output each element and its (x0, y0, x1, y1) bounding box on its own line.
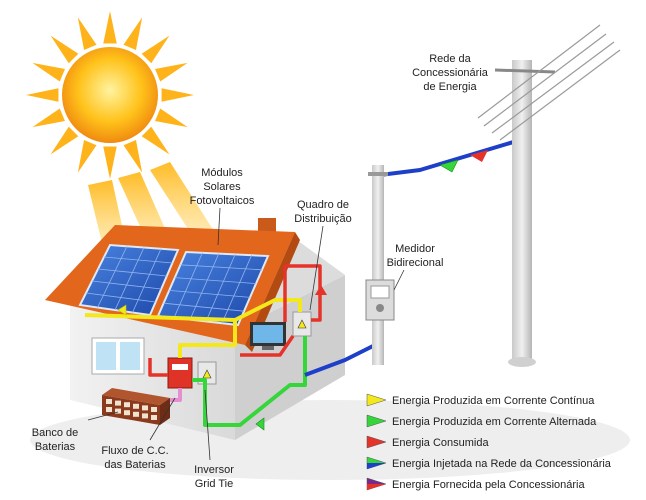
distribution-box (292, 311, 312, 337)
legend-item-supplied: Energia Fornecida pela Concessionária (366, 477, 585, 491)
house-window (91, 337, 145, 375)
panel-cell-line (85, 292, 156, 303)
grid-label-line2: Concessionária (412, 67, 489, 79)
bidirectional-meter-icon (365, 279, 395, 321)
panel-label-line1: Quadro de (297, 199, 349, 211)
panel-cell-line (174, 277, 257, 284)
modules-label-line1: Módulos (201, 167, 243, 179)
sun-ray (50, 35, 79, 64)
grid-label-line3: de Energia (423, 81, 477, 93)
sun-ray (103, 11, 117, 44)
panel-cell-line (103, 256, 173, 264)
battery-label-line2: Baterias (35, 441, 76, 453)
panel-cell-line (97, 268, 167, 277)
battery-cell (151, 407, 157, 412)
sun-ray (155, 62, 188, 82)
legend-item-injected: Energia Injetada na Rede da Concessionár… (366, 456, 612, 470)
panel-cell-line (180, 264, 263, 271)
flow-label-line2: das Baterias (104, 459, 166, 471)
flow-label-line1: Fluxo de C.C. (101, 445, 168, 457)
legend-label-ac: Energia Produzida em Corrente Alternada (392, 416, 597, 428)
battery-cell (124, 402, 130, 408)
panel-cell-line (173, 252, 203, 318)
panel-cell-line (91, 280, 162, 290)
labels: Rede da Concessionária de Energia Módulo… (32, 53, 489, 490)
legend-item-dc: Energia Produzida em Corrente Contínua (366, 393, 595, 407)
sun-ray (103, 146, 117, 179)
battery-cell (133, 411, 139, 417)
panel-cell-line (221, 255, 252, 324)
battery-cell (124, 410, 130, 416)
panel-cell-line (114, 247, 145, 311)
sun-ray (77, 140, 97, 173)
modules-label-line3: Fotovoltaicos (190, 195, 255, 207)
panel-cell-line (205, 254, 236, 322)
modules-label-line2: Solares (203, 181, 241, 193)
sun-ray (50, 126, 79, 155)
legend-item-consumed: Energia Consumida (366, 435, 489, 449)
sun-ray (32, 108, 65, 128)
battery-cell (106, 399, 112, 404)
panel-cell-line (97, 246, 128, 308)
utility-pole (494, 60, 556, 367)
sun-ray (32, 62, 65, 82)
panel-cell-line (163, 302, 245, 312)
leader-lines (87, 207, 405, 461)
panel-label-line2: Distribuição (294, 213, 351, 225)
legend-label-consumed: Energia Consumida (392, 437, 489, 449)
battery-cell (142, 405, 148, 411)
battery-cell (115, 400, 121, 406)
solar-panels (78, 243, 270, 327)
sun-ray (161, 88, 194, 102)
battery-cell (151, 415, 157, 420)
inverter-label-line1: Inversor (194, 464, 234, 476)
sun-icon (26, 11, 194, 179)
battery-cell (133, 403, 139, 409)
battery-cell (142, 413, 148, 419)
battery-cell (115, 408, 121, 414)
panel-cell-line (189, 253, 220, 320)
meter-label-line2: Bidirecional (387, 257, 444, 269)
sun-ray (77, 17, 97, 50)
panel-cell-line (169, 290, 251, 298)
sun-ray (26, 88, 59, 102)
flow-arrows (117, 150, 488, 431)
sun-ray (123, 17, 143, 50)
legend-label-supplied: Energia Fornecida pela Concessionária (392, 479, 585, 491)
sun-ray (123, 140, 143, 173)
power-lines (477, 24, 621, 141)
inverter-label-line2: Grid Tie (195, 478, 234, 490)
service-pole (368, 165, 388, 365)
battery-cell (106, 407, 112, 412)
inverter-icon (167, 357, 193, 389)
grid-label-line1: Rede da (429, 53, 471, 65)
legend-label-dc: Energia Produzida em Corrente Contínua (392, 395, 595, 407)
panel-cell-line (132, 248, 162, 313)
sun-ray (141, 126, 170, 155)
battery-label-line1: Banco de (32, 427, 78, 439)
legend-label-injected: Energia Injetada na Rede da Concessionár… (392, 458, 612, 470)
meter-label-line1: Medidor (395, 243, 435, 255)
sun-ray (155, 108, 188, 128)
legend-item-ac: Energia Produzida em Corrente Alternada (366, 414, 597, 428)
sun-ray (141, 35, 170, 64)
legend: Energia Produzida em Corrente Contínua E… (366, 393, 612, 491)
